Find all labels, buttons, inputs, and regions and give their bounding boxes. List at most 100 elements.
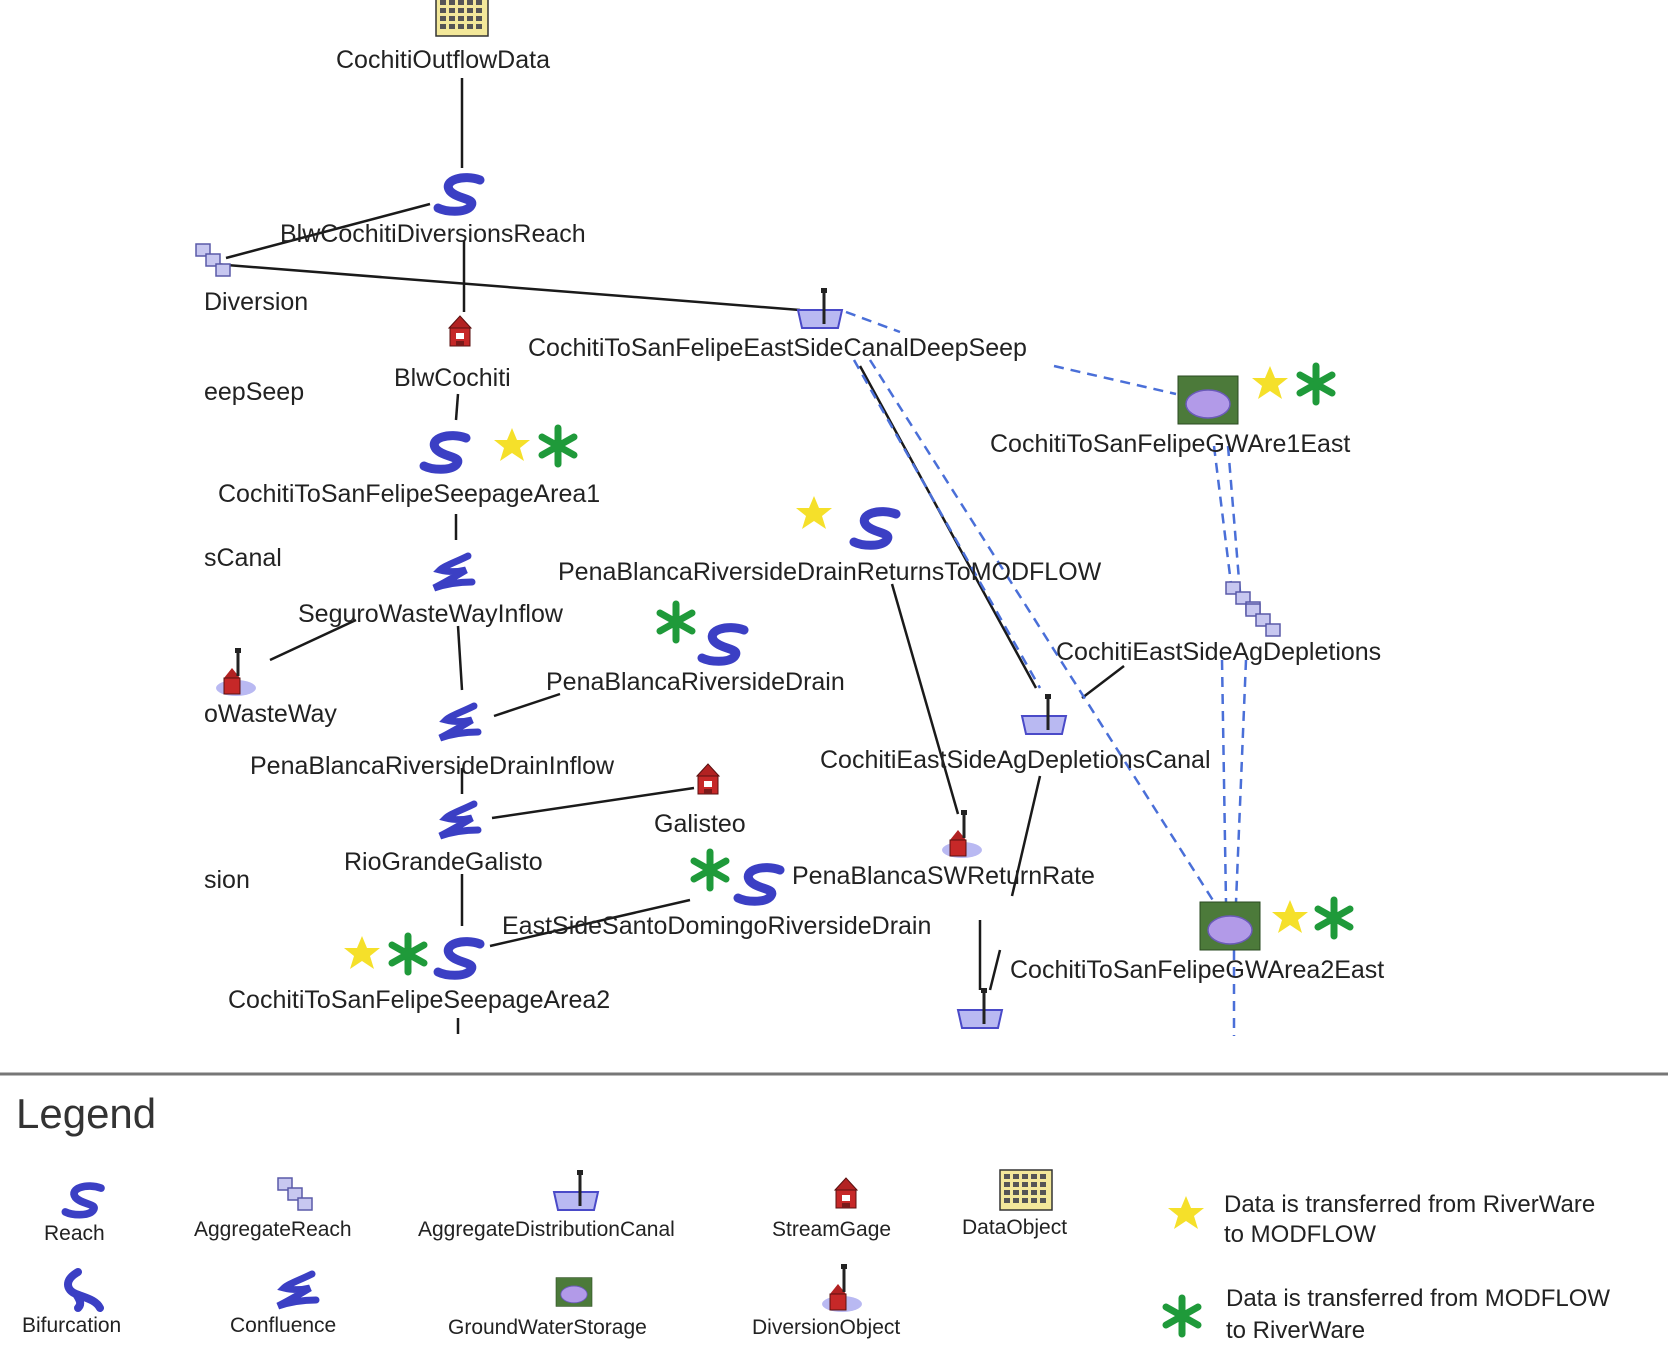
legend-item-data-object: DataObject <box>962 1169 1067 1239</box>
link <box>489 898 691 948</box>
yellow-star-icon <box>796 496 832 529</box>
node-label[interactable]: CochitiEastSideAgDepletionsCanal <box>820 746 1211 774</box>
node-label[interactable]: PenaBlancaSWReturnRate <box>792 862 1095 890</box>
legend-label: AggregateDistributionCanal <box>418 1218 675 1241</box>
bifurcation-icon <box>68 1272 100 1308</box>
data-link <box>1226 445 1242 593</box>
legend-note-modflow-to-riverware: Data is transferred from MODFLOW to Rive… <box>1166 1285 1610 1344</box>
yellow-star-icon <box>1272 900 1308 933</box>
data-link <box>1053 364 1177 396</box>
node-label[interactable]: oWasteWay <box>204 700 337 728</box>
node-label[interactable]: PenaBlancaRiversideDrainInflow <box>250 752 615 780</box>
node-label[interactable]: EastSideSantoDomingoRiversideDrain <box>502 912 931 940</box>
aggregate-distribution-canal-icon[interactable] <box>956 986 1004 1030</box>
node-label[interactable]: CochitiToSanFelipeSeepageArea2 <box>228 986 610 1014</box>
data-link <box>868 359 1216 903</box>
data-object-icon[interactable] <box>435 0 489 37</box>
node-label[interactable]: CochitiOutflowData <box>336 46 550 74</box>
groundwater-storage-icon <box>555 1277 593 1307</box>
confluence-icon[interactable] <box>440 804 478 836</box>
links <box>213 78 1125 1034</box>
data-object-icon <box>999 1169 1053 1211</box>
data-links <box>845 310 1248 1036</box>
reach-icon[interactable] <box>702 628 744 662</box>
aggregate-distribution-canal-icon[interactable] <box>1020 692 1068 736</box>
legend-label: Reach <box>44 1222 105 1245</box>
node-label[interactable]: sion <box>204 866 250 894</box>
node-labels: CochitiOutflowData BlwCochitiDiversionsR… <box>204 46 1384 1014</box>
green-asterisk-icon <box>1300 366 1332 402</box>
green-asterisk-icon <box>392 936 424 972</box>
legend-label: AggregateReach <box>194 1218 352 1241</box>
green-asterisk-icon <box>1166 1298 1198 1334</box>
link <box>491 786 695 820</box>
stream-gage-icon[interactable] <box>448 315 472 347</box>
legend-label: Bifurcation <box>22 1314 121 1337</box>
legend-item-aggregate-distribution-canal: AggregateDistributionCanal <box>418 1168 675 1241</box>
legend-note-line: to MODFLOW <box>1224 1221 1376 1248</box>
legend-note-line: to RiverWare <box>1226 1317 1365 1344</box>
aggregate-distribution-canal-icon <box>552 1168 600 1212</box>
node-label[interactable]: PenaBlancaRiversideDrainReturnsToMODFLOW <box>558 558 1102 586</box>
node-label[interactable]: CochitiToSanFelipeEastSideCanalDeepSeep <box>528 334 1027 362</box>
reach-icon[interactable] <box>738 868 780 902</box>
confluence-icon[interactable] <box>434 556 472 588</box>
stream-gage-icon[interactable] <box>696 763 720 795</box>
legend-label: Confluence <box>230 1314 336 1337</box>
green-asterisk-icon <box>660 604 692 640</box>
reach-icon[interactable] <box>438 942 480 976</box>
reach-icon[interactable] <box>424 436 466 470</box>
aggregate-reach-icon[interactable] <box>1225 581 1281 637</box>
node-label[interactable]: BlwCochiti <box>394 364 511 392</box>
link <box>493 692 561 718</box>
confluence-icon[interactable] <box>440 706 478 738</box>
yellow-star-icon <box>344 936 380 969</box>
link <box>1010 775 1042 897</box>
node-label[interactable]: PenaBlancaRiversideDrain <box>546 668 845 696</box>
diversion-object-icon[interactable] <box>940 808 984 860</box>
link <box>988 949 1002 991</box>
legend-label: DiversionObject <box>752 1316 900 1339</box>
legend-item-aggregate-reach: AggregateReach <box>194 1177 352 1241</box>
yellow-star-icon <box>494 428 530 461</box>
node-label[interactable]: sCanal <box>204 544 282 572</box>
link <box>454 393 460 421</box>
legend-item-bifurcation: Bifurcation <box>22 1272 121 1337</box>
node-label[interactable]: Diversion <box>204 288 308 316</box>
legend-note-line: Data is transferred from MODFLOW <box>1226 1285 1610 1312</box>
aggregate-distribution-canal-icon[interactable] <box>796 286 844 330</box>
data-link <box>1220 659 1228 903</box>
groundwater-storage-icon[interactable] <box>1199 901 1261 951</box>
link <box>213 262 801 312</box>
node-label[interactable]: eepSeep <box>204 378 304 406</box>
data-link <box>852 359 1042 689</box>
node-label[interactable]: Galisteo <box>654 810 746 838</box>
legend-item-stream-gage: StreamGage <box>772 1177 891 1241</box>
diversion-object-icon <box>820 1262 864 1314</box>
node-label[interactable]: CochitiToSanFelipeGWAre⁠1East <box>990 430 1350 458</box>
legend-item-diversion-object: DiversionObject <box>752 1262 900 1339</box>
node-label[interactable]: CochitiToSanFelipeSeepageArea1 <box>218 480 600 508</box>
reach-icon[interactable] <box>438 178 480 212</box>
stream-gage-icon <box>834 1177 858 1209</box>
node-label[interactable]: CochitiEastSideAgDepletions <box>1056 638 1381 666</box>
legend-item-groundwater-storage: GroundWaterStorage <box>448 1277 647 1339</box>
link <box>269 618 357 662</box>
legend-label: GroundWaterStorage <box>448 1316 647 1339</box>
aggregate-reach-icon <box>277 1177 313 1211</box>
node-label[interactable]: CochitiToSanFelipeGWArea2East <box>1010 956 1384 984</box>
legend-note-line: Data is transferred from RiverWare <box>1224 1191 1595 1218</box>
node-label[interactable]: SeguroWasteWayInflow <box>298 600 564 628</box>
node-label[interactable]: RioGrandeGalisto <box>344 848 543 876</box>
reach-icon[interactable] <box>854 512 896 546</box>
green-asterisk-icon <box>694 852 726 888</box>
confluence-icon <box>278 1274 316 1306</box>
diversion-object-icon[interactable] <box>214 646 258 698</box>
link <box>1081 665 1125 699</box>
groundwater-storage-icon[interactable] <box>1177 375 1239 425</box>
reach-icon <box>65 1186 101 1215</box>
node-label[interactable]: BlwCochitiDiversionsReach <box>280 220 586 248</box>
legend-label: DataObject <box>962 1216 1067 1239</box>
green-asterisk-icon <box>1318 900 1350 936</box>
